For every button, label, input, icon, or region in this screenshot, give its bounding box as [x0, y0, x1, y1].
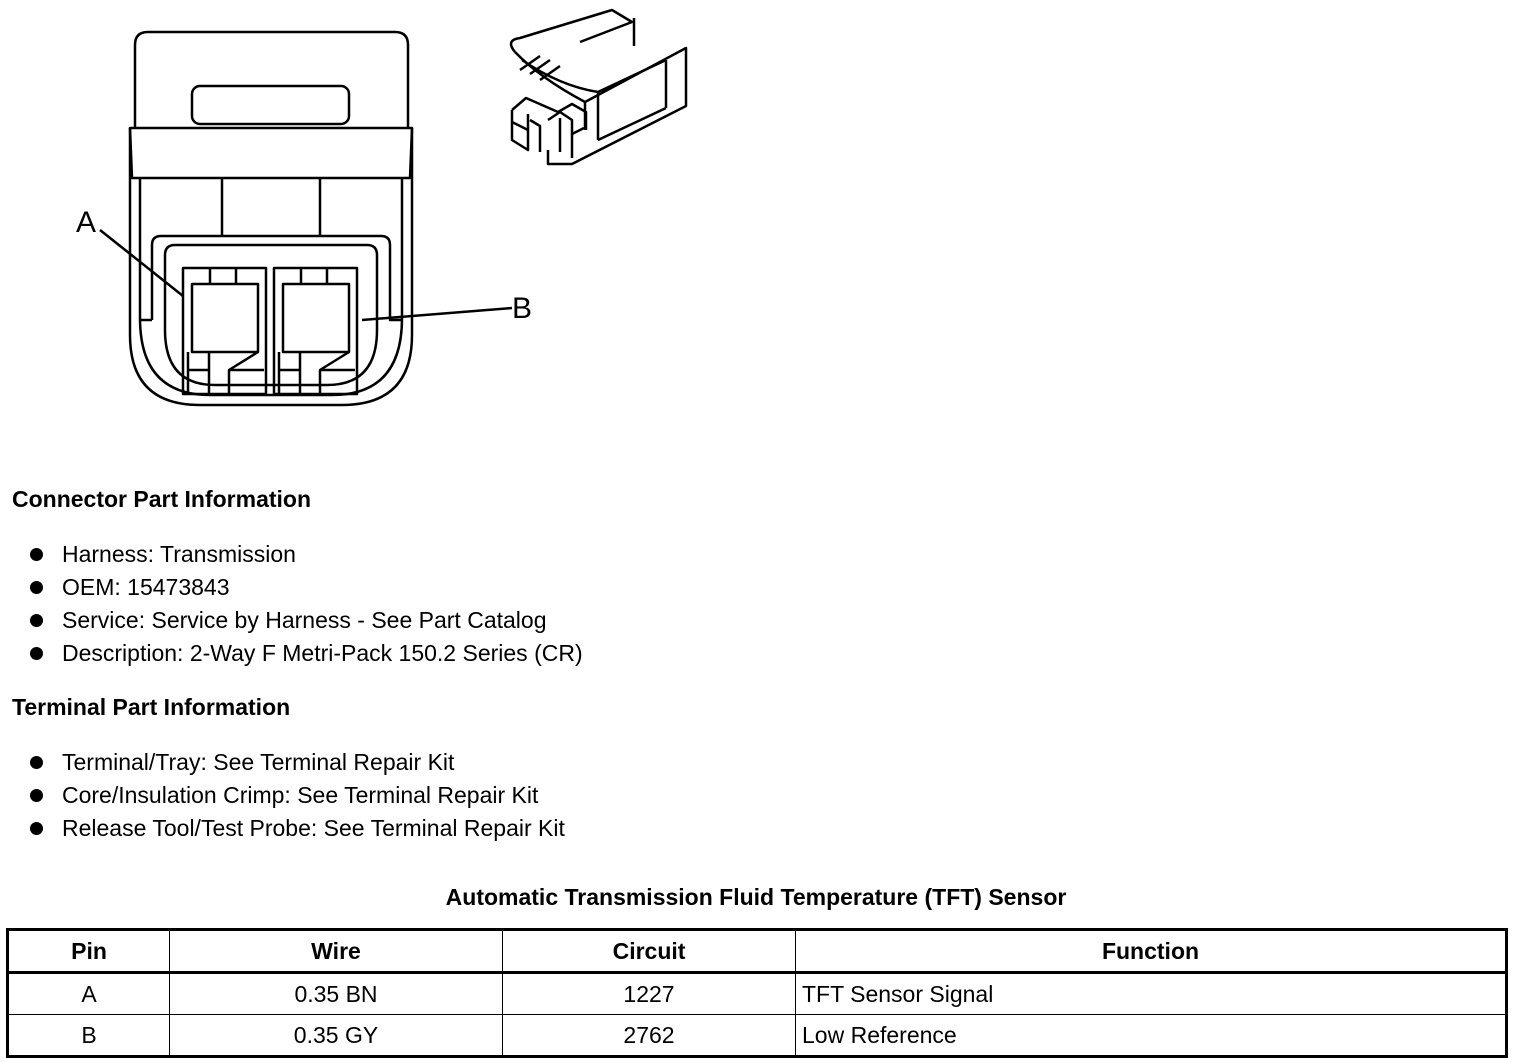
pinout-table: Pin Wire Circuit Function A 0.35 BN 1227…	[6, 928, 1508, 1058]
list-item: OEM: 15473843	[30, 571, 583, 604]
terminal-info-heading: Terminal Part Information	[12, 694, 291, 720]
connector-info-harness: Harness: Transmission	[62, 541, 296, 567]
callout-a: A	[76, 206, 96, 239]
terminal-a	[181, 266, 268, 396]
latch-window	[190, 84, 351, 126]
cell-pin: B	[7, 1014, 170, 1057]
cell-function: TFT Sensor Signal	[795, 972, 1507, 1015]
list-item: Service: Service by Harness - See Part C…	[30, 604, 583, 637]
tpa-clip-view	[509, 8, 688, 166]
leader-line-a	[99, 229, 184, 297]
bullet-icon	[30, 581, 43, 594]
terminal-info-list: Terminal/Tray: See Terminal Repair Kit C…	[30, 746, 565, 845]
cell-wire: 0.35 BN	[169, 972, 503, 1015]
list-item: Core/Insulation Crimp: See Terminal Repa…	[30, 779, 565, 812]
housing-inner	[138, 178, 404, 397]
latch-tab	[133, 30, 410, 128]
connector-info-service: Service: Service by Harness - See Part C…	[62, 607, 547, 633]
terminal-b	[272, 266, 359, 396]
table-row: A 0.35 BN 1227 TFT Sensor Signal	[7, 972, 1507, 1015]
connector-diagram: A B	[76, 8, 688, 407]
column-header-function: Function	[795, 929, 1507, 973]
column-header-pin: Pin	[7, 929, 170, 973]
terminal-info-tray: Terminal/Tray: See Terminal Repair Kit	[62, 749, 455, 775]
table-header-row: Pin Wire Circuit Function	[7, 929, 1507, 973]
terminal-info-crimp: Core/Insulation Crimp: See Terminal Repa…	[62, 782, 539, 808]
housing-neck	[220, 178, 322, 236]
housing-outline	[128, 128, 414, 407]
cell-circuit: 2762	[502, 1014, 796, 1057]
cavity-inner	[163, 243, 379, 330]
connector-info-description: Description: 2-Way F Metri-Pack 150.2 Se…	[62, 640, 583, 666]
connector-info-heading: Connector Part Information	[12, 486, 312, 512]
bullet-icon	[30, 614, 43, 627]
cell-wire: 0.35 GY	[169, 1014, 503, 1057]
table-row: B 0.35 GY 2762 Low Reference	[7, 1014, 1507, 1057]
list-item: Harness: Transmission	[30, 538, 583, 571]
connector-info-list: Harness: Transmission OEM: 15473843 Serv…	[30, 538, 583, 670]
connector-info-oem: OEM: 15473843	[62, 574, 230, 600]
cell-function: Low Reference	[795, 1014, 1507, 1057]
leader-line-b	[361, 306, 513, 322]
bullet-icon	[30, 756, 43, 769]
callout-b: B	[512, 292, 532, 325]
bullet-icon	[30, 548, 43, 561]
list-item: Description: 2-Way F Metri-Pack 150.2 Se…	[30, 637, 583, 670]
terminal-info-release-tool: Release Tool/Test Probe: See Terminal Re…	[62, 815, 565, 841]
cavity-outer	[150, 234, 402, 322]
connector-face-view	[99, 30, 513, 407]
bullet-icon	[30, 789, 43, 802]
cell-circuit: 1227	[502, 972, 796, 1015]
latch-band	[128, 126, 414, 180]
column-header-wire: Wire	[169, 929, 503, 973]
list-item: Terminal/Tray: See Terminal Repair Kit	[30, 746, 565, 779]
table-title: Automatic Transmission Fluid Temperature…	[445, 884, 1067, 910]
column-header-circuit: Circuit	[502, 929, 796, 973]
bullet-icon	[30, 647, 43, 660]
list-item: Release Tool/Test Probe: See Terminal Re…	[30, 812, 565, 845]
bullet-icon	[30, 822, 43, 835]
cell-pin: A	[7, 972, 170, 1015]
